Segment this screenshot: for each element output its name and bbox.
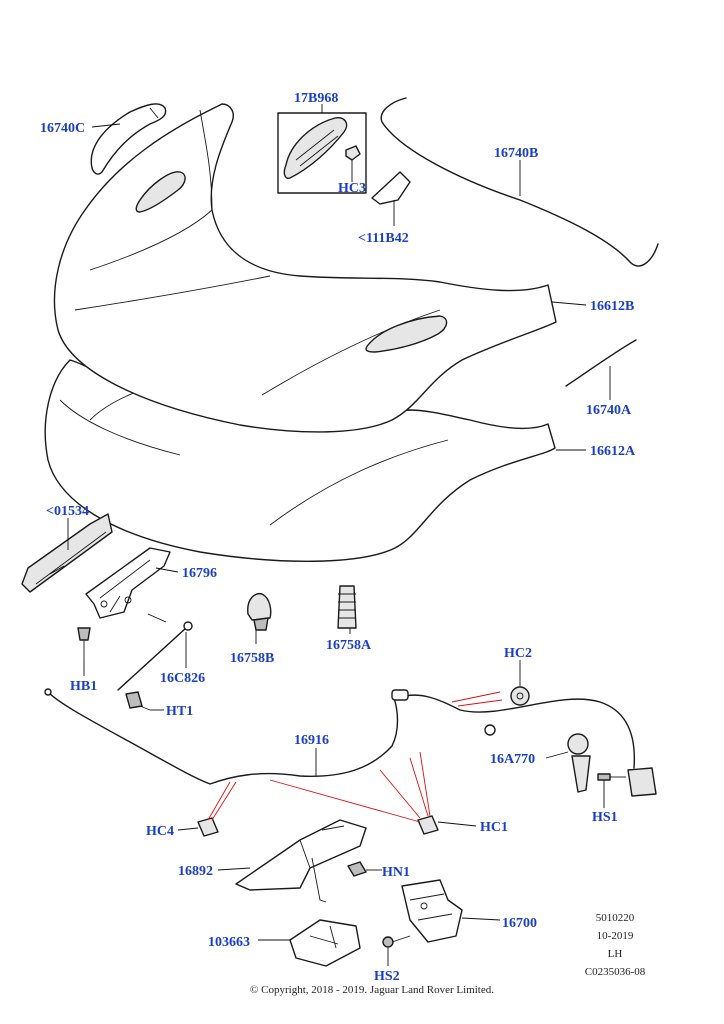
callout-16916: 16916 bbox=[294, 733, 329, 748]
bump-stop-16758B bbox=[247, 592, 272, 631]
callout-16A770: 16A770 bbox=[490, 752, 535, 767]
callout-HS1: HS1 bbox=[592, 810, 618, 825]
seal-16740A bbox=[565, 339, 637, 387]
callout-HC3: HC3 bbox=[338, 181, 366, 196]
hood-panel-outer bbox=[53, 103, 557, 433]
ref-number: 5010220 bbox=[596, 912, 635, 924]
hinge-cover-01534 bbox=[21, 513, 113, 593]
ref-side: LH bbox=[608, 948, 623, 960]
clip-HC4 bbox=[197, 817, 219, 837]
callout-16758A: 16758A bbox=[326, 638, 372, 653]
bump-stop-16758A bbox=[337, 585, 357, 629]
clip-HC1 bbox=[417, 815, 439, 835]
leader-lines bbox=[67, 104, 611, 966]
seal-16740C bbox=[90, 103, 167, 175]
latch-16700 bbox=[401, 879, 463, 943]
bolt-HB1 bbox=[77, 627, 91, 660]
callout-labels: 16740C 17B968 HC3 <111B42 16740B 16612B … bbox=[40, 91, 636, 984]
latch-bracket-16892 bbox=[235, 819, 367, 903]
callout-HN1: HN1 bbox=[382, 865, 410, 880]
ref-date: 10-2019 bbox=[597, 930, 634, 942]
callout-16740B: 16740B bbox=[494, 146, 538, 161]
reference-block: 5010220 10-2019 LH C0235036-08 bbox=[585, 912, 646, 978]
callout-111B42: <111B42 bbox=[358, 231, 409, 246]
release-cable-16916 bbox=[44, 688, 636, 785]
callout-16700: 16700 bbox=[502, 916, 537, 931]
callout-16758B: 16758B bbox=[230, 651, 274, 666]
screw-HS1 bbox=[597, 773, 626, 781]
callout-16612B: 16612B bbox=[590, 299, 634, 314]
ref-code: C0235036-08 bbox=[585, 966, 646, 978]
nut-HN1 bbox=[347, 861, 367, 877]
release-handle-16A770 bbox=[567, 733, 591, 793]
callout-01534: <01534 bbox=[46, 504, 89, 519]
callout-16892: 16892 bbox=[178, 864, 213, 879]
callout-16740A: 16740A bbox=[586, 403, 632, 418]
callout-HC2: HC2 bbox=[504, 646, 532, 661]
callout-16740C: 16740C bbox=[40, 121, 85, 136]
cable-connector bbox=[627, 767, 657, 797]
callout-17B968: 17B968 bbox=[294, 91, 338, 106]
callout-16C826: 16C826 bbox=[160, 671, 205, 686]
callout-16612A: 16612A bbox=[590, 444, 636, 459]
fastener-HT1 bbox=[125, 691, 151, 711]
copyright-notice: © Copyright, 2018 - 2019. Jaguar Land Ro… bbox=[250, 984, 494, 996]
callout-16796: 16796 bbox=[182, 566, 217, 581]
callout-HC4: HC4 bbox=[146, 824, 174, 839]
screw-HS2 bbox=[382, 935, 411, 948]
hinge-16796 bbox=[85, 547, 171, 619]
insulator-tray-103663 bbox=[289, 919, 361, 967]
gas-strut-16C826 bbox=[117, 621, 193, 691]
seal-16740B bbox=[380, 97, 659, 267]
callout-103663: 103663 bbox=[208, 935, 250, 950]
callout-HB1: HB1 bbox=[70, 679, 97, 694]
bracket-111B42 bbox=[371, 171, 411, 205]
callout-HT1: HT1 bbox=[166, 704, 193, 719]
callout-HS2: HS2 bbox=[374, 969, 400, 984]
callout-HC1: HC1 bbox=[480, 820, 508, 835]
clip-HC2 bbox=[510, 686, 530, 706]
vent-grille-box bbox=[277, 112, 367, 194]
cable-route-lines bbox=[207, 691, 503, 823]
